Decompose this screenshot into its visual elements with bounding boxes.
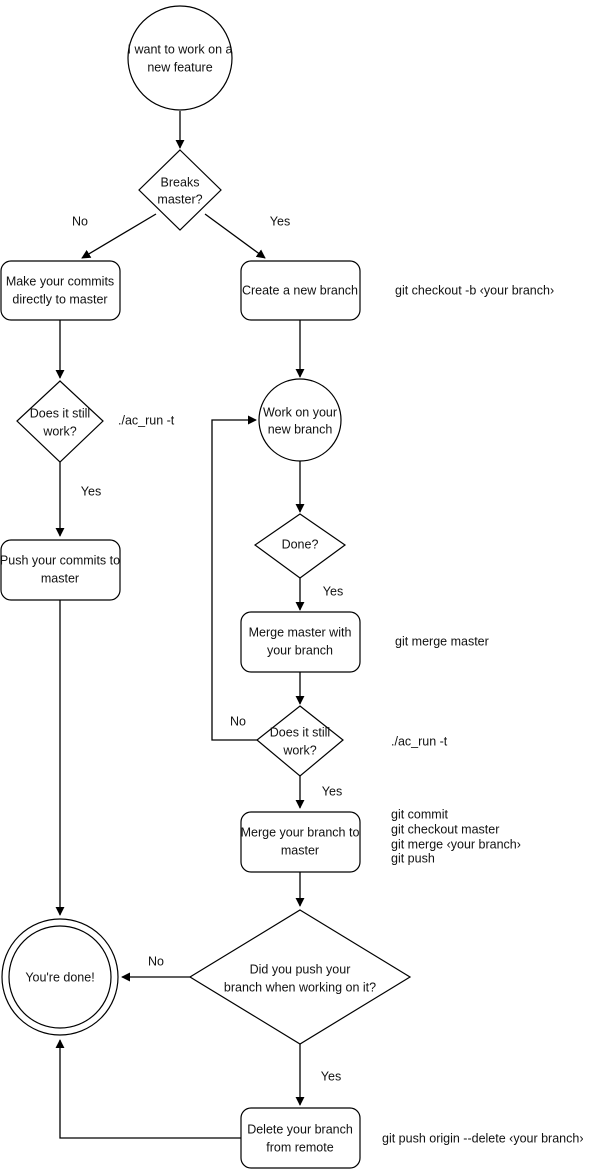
does-it-work-left-label-line2: work? bbox=[42, 424, 76, 438]
delete-branch-label-line1: Delete your branch bbox=[247, 1122, 353, 1136]
command-commit-line-1: git checkout master bbox=[391, 822, 499, 836]
start-circle-shape bbox=[127, 5, 233, 111]
node-breaks-master[interactable]: Breaks master? bbox=[138, 149, 222, 231]
does-it-work-right-label-line1: Does it still bbox=[270, 725, 330, 739]
does-it-work-right-diamond-shape bbox=[256, 705, 344, 777]
node-end[interactable]: You're done! bbox=[1, 918, 119, 1036]
node-does-it-work-left[interactable]: Does it still work? bbox=[16, 380, 104, 463]
does-it-work-right-label-line2: work? bbox=[282, 743, 316, 757]
connectors bbox=[55, 111, 305, 1139]
node-done[interactable]: Done? bbox=[253, 513, 347, 579]
did-you-push-label-line2: branch when working on it? bbox=[224, 980, 376, 994]
done-diamond-shape bbox=[253, 513, 347, 579]
edge-breaks-no-to-make-commits bbox=[81, 213, 157, 259]
node-start[interactable]: I want to work on a new feature bbox=[127, 5, 233, 111]
command-commit-line-3: git push bbox=[391, 851, 435, 865]
end-label: You're done! bbox=[25, 970, 94, 984]
end-inner-circle-shape bbox=[8, 925, 112, 1029]
edge-label-did-push-no: No bbox=[148, 954, 164, 968]
edge-label-right-work-yes: Yes bbox=[322, 784, 342, 798]
done-label: Done? bbox=[282, 537, 319, 551]
merge-branch-label-line1: Merge your branch to bbox=[241, 825, 360, 839]
node-delete-branch[interactable]: Delete your branch from remote bbox=[240, 1107, 361, 1169]
node-push-commits[interactable]: Push your commits to master bbox=[0, 539, 121, 601]
node-merge-branch-to-master[interactable]: Merge your branch to master bbox=[240, 811, 361, 873]
breaks-master-label-line1: Breaks bbox=[161, 175, 200, 189]
work-on-branch-circle-shape bbox=[258, 378, 342, 462]
make-commits-rect-shape bbox=[0, 260, 121, 321]
command-ac-run-left: ./ac_run -t bbox=[118, 413, 175, 427]
create-branch-rect-shape bbox=[240, 260, 361, 321]
start-label-line1: I want to work on a bbox=[128, 42, 233, 56]
did-you-push-diamond-shape bbox=[188, 909, 412, 1045]
does-it-work-left-label-line1: Does it still bbox=[30, 406, 90, 420]
make-commits-label-line2: directly to master bbox=[12, 292, 107, 306]
did-you-push-label-line1: Did you push your bbox=[250, 962, 351, 976]
push-commits-label-line2: master bbox=[41, 571, 79, 585]
command-commit-block: git commit git checkout master git merge… bbox=[391, 807, 521, 865]
delete-branch-rect-shape bbox=[240, 1107, 361, 1169]
node-does-it-work-right[interactable]: Does it still work? bbox=[256, 705, 344, 777]
node-make-commits[interactable]: Make your commits directly to master bbox=[0, 260, 121, 321]
edge-does-work-no-loopback bbox=[211, 415, 258, 741]
merge-master-label-line2: your branch bbox=[267, 643, 333, 657]
edge-breaks-yes-to-create-branch bbox=[204, 213, 266, 259]
work-on-branch-label-line1: Work on your bbox=[263, 405, 337, 419]
push-commits-label-line1: Push your commits to bbox=[0, 553, 120, 567]
node-merge-master-with-branch[interactable]: Merge master with your branch bbox=[240, 611, 361, 673]
edge-label-breaks-no: No bbox=[72, 214, 88, 228]
merge-branch-rect-shape bbox=[240, 811, 361, 873]
make-commits-label-line1: Make your commits bbox=[6, 274, 114, 288]
breaks-master-label-line2: master? bbox=[157, 192, 202, 206]
command-push-delete: git push origin --delete ‹your branch› bbox=[382, 1131, 584, 1145]
merge-master-rect-shape bbox=[240, 611, 361, 673]
breaks-master-diamond-shape bbox=[138, 149, 222, 231]
work-on-branch-label-line2: new branch bbox=[268, 422, 333, 436]
push-commits-rect-shape bbox=[0, 539, 121, 601]
edge-label-done-yes: Yes bbox=[323, 584, 343, 598]
node-did-you-push[interactable]: Did you push your branch when working on… bbox=[188, 909, 412, 1045]
edge-delete-branch-to-done bbox=[55, 1039, 241, 1139]
command-merge-master: git merge master bbox=[395, 634, 489, 648]
merge-branch-label-line2: master bbox=[281, 843, 319, 857]
edge-label-right-work-no: No bbox=[230, 714, 246, 728]
command-checkout-b: git checkout -b ‹your branch› bbox=[395, 283, 554, 297]
does-it-work-left-diamond-shape bbox=[16, 380, 104, 463]
merge-master-label-line1: Merge master with bbox=[249, 625, 352, 639]
start-label-line2: new feature bbox=[147, 60, 212, 74]
create-branch-label-line1: Create a new branch bbox=[242, 283, 358, 297]
edge-label-left-work-yes: Yes bbox=[81, 484, 101, 498]
node-work-on-branch[interactable]: Work on your new branch bbox=[258, 378, 342, 462]
edge-label-did-push-yes: Yes bbox=[321, 1069, 341, 1083]
edge-label-breaks-yes: Yes bbox=[270, 214, 290, 228]
command-ac-run-right: ./ac_run -t bbox=[391, 734, 448, 748]
command-commit-line-0: git commit bbox=[391, 807, 448, 821]
command-commit-line-2: git merge ‹your branch› bbox=[391, 837, 521, 851]
delete-branch-label-line2: from remote bbox=[266, 1140, 333, 1154]
node-create-branch[interactable]: Create a new branch bbox=[240, 260, 361, 321]
